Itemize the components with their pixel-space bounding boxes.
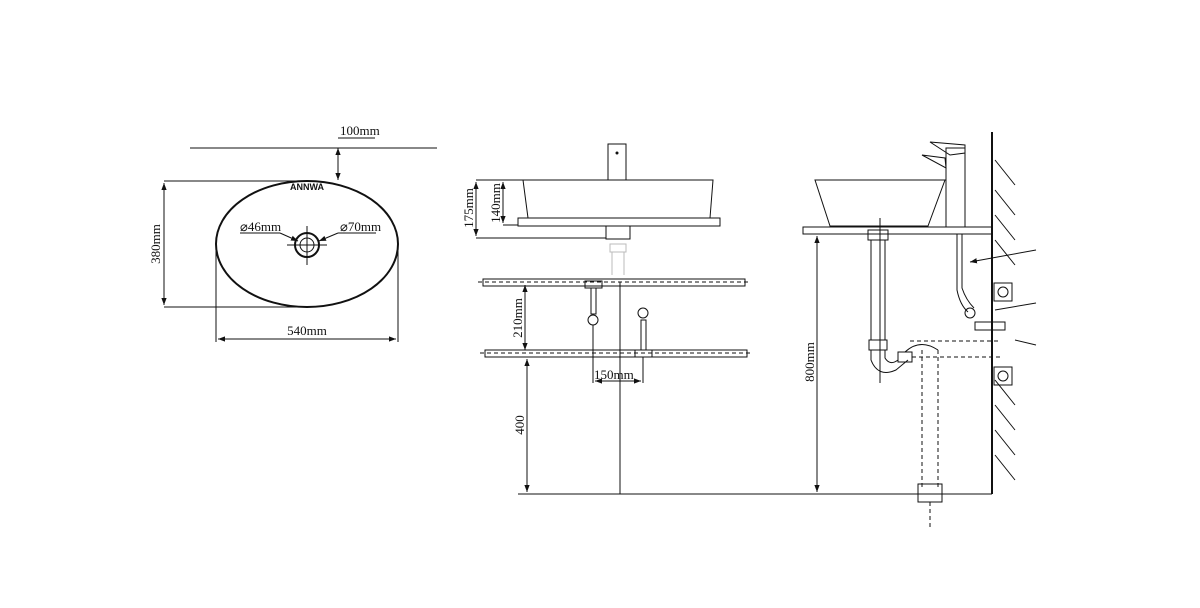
top-view: 100mm ANNWA 380mm 540mm ⌀46mm ⌀70mm <box>148 123 437 342</box>
depth-label: 380mm <box>148 224 163 264</box>
supply-height-label: 400 <box>512 415 527 435</box>
faucet-body <box>945 147 966 228</box>
width-label: 540mm <box>287 323 327 338</box>
valve-right <box>637 307 649 319</box>
vessel-basin <box>814 179 946 227</box>
wall-hatching <box>994 159 1016 481</box>
countertop <box>802 226 993 235</box>
front-view: 175mm 140mm 210mm 150mm 400 <box>461 143 752 494</box>
side-view: 800mm <box>802 132 1037 530</box>
basin-side <box>522 179 714 219</box>
horizontal-spacing-label: 150mm <box>594 367 634 382</box>
hole-small-label: ⌀46mm <box>240 219 281 234</box>
counter-height-label: 800mm <box>802 342 817 382</box>
valve-left <box>587 314 599 326</box>
drain-pipe <box>870 239 886 341</box>
trap-icon <box>904 344 939 353</box>
faucet-icon <box>607 143 627 181</box>
drain-fitting <box>605 225 631 240</box>
faucet-handle <box>921 141 966 169</box>
basin-height-label: 140mm <box>488 183 503 223</box>
wall-offset-label: 100mm <box>340 123 380 138</box>
countertop <box>517 217 721 227</box>
total-height-label: 175mm <box>461 188 476 228</box>
leader-hose <box>969 249 1037 264</box>
vertical-spacing-label: 210mm <box>510 298 525 338</box>
brand-logo: ANNWA <box>290 182 324 192</box>
hole-large-label: ⌀70mm <box>340 219 381 234</box>
